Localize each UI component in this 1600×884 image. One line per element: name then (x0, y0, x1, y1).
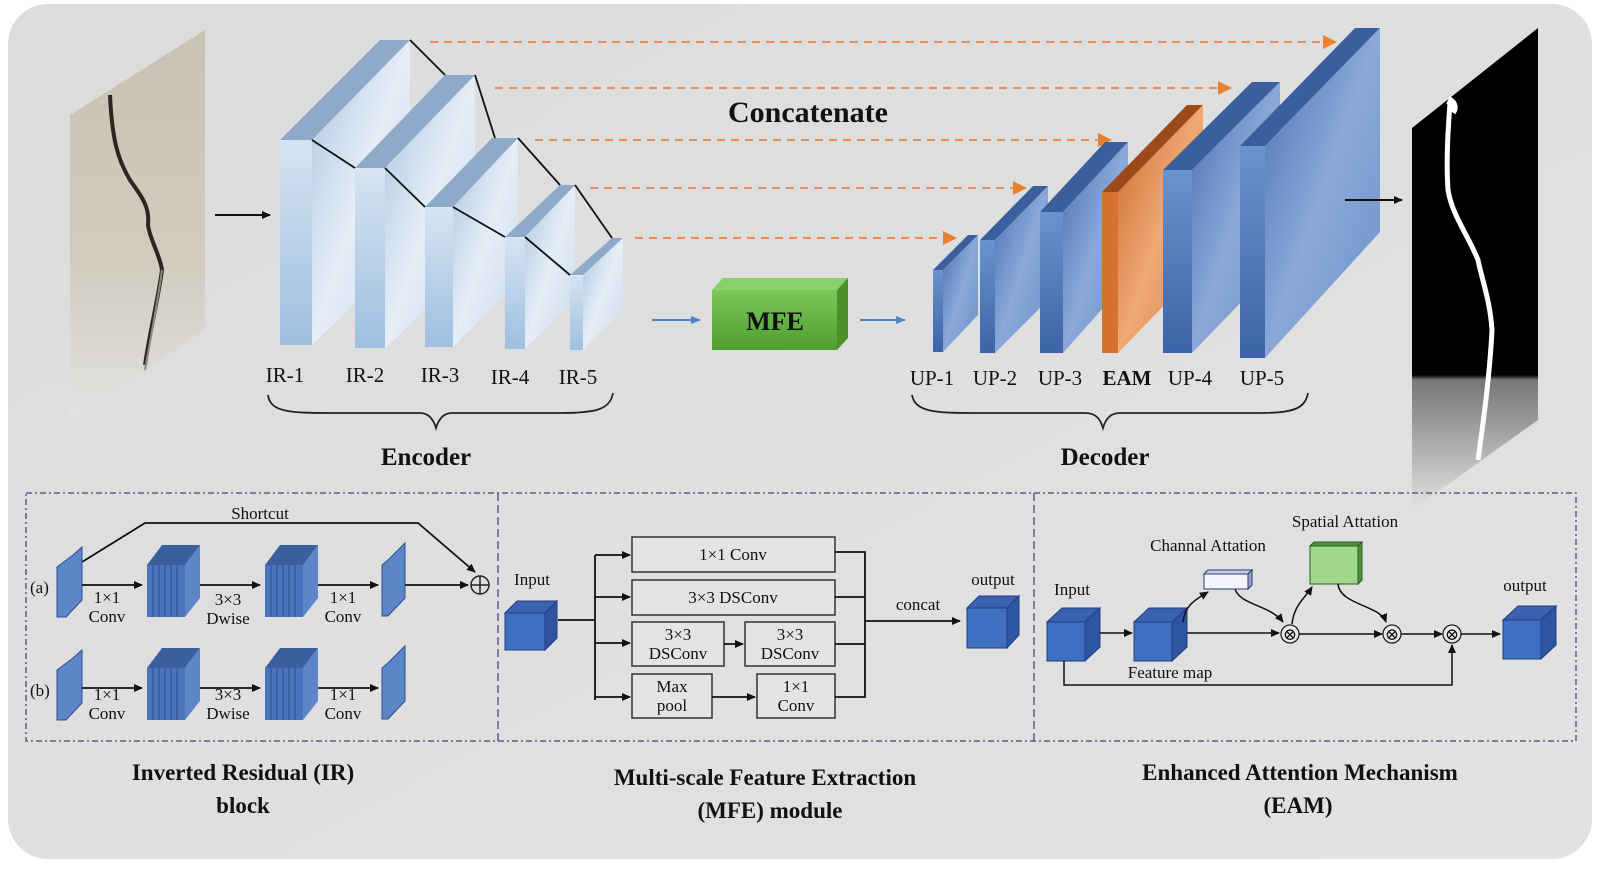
svg-text:1×1: 1×1 (783, 677, 810, 696)
spatial-attention-block (1308, 540, 1364, 586)
svg-text:3×3: 3×3 (215, 590, 242, 609)
svg-text:Conv: Conv (89, 607, 126, 626)
channel-attention-label: Channal Attation (1150, 536, 1266, 555)
svg-text:1×1: 1×1 (330, 685, 357, 704)
svg-text:Dwise: Dwise (206, 609, 249, 628)
svg-text:1×1: 1×1 (330, 588, 357, 607)
mfe-output-cube (965, 594, 1021, 650)
channel-attention-block (1202, 568, 1254, 591)
skip-connections (430, 35, 1337, 245)
ir-row-a (56, 541, 490, 618)
mfe-branch-3x3-dsconv (631, 579, 836, 616)
svg-text:⊗: ⊗ (1445, 625, 1459, 644)
shortcut-label: Shortcut (231, 504, 289, 523)
mfe-input-cube (503, 599, 559, 652)
svg-text:Conv: Conv (325, 704, 362, 723)
mfe-module-caption-line2: (MFE) module (697, 798, 842, 823)
mfe-input-label: Input (514, 570, 550, 589)
ir-expand-block-a (147, 545, 200, 617)
svg-text:1×1 Conv: 1×1 Conv (699, 545, 767, 564)
decoder-block-up-1 (933, 235, 978, 352)
svg-text:⊗: ⊗ (1283, 625, 1297, 644)
mfe-module-panel: Input 1×1 Conv 3×3 DSConv 3×3 DSConv 3×3… (503, 536, 1021, 719)
ir-block-caption-line2: block (216, 793, 270, 818)
svg-text:DSConv: DSConv (761, 644, 820, 663)
svg-text:DSConv: DSConv (649, 644, 708, 663)
encoder-label-ir-5: IR-5 (559, 365, 598, 389)
decoder-label-up-5: UP-5 (1240, 366, 1284, 390)
ir-block-caption-line1: Inverted Residual (IR) (132, 760, 354, 785)
svg-text:Max: Max (656, 677, 688, 696)
mfe-branch-dsconv-b (744, 621, 836, 667)
input-crack-image (70, 30, 205, 420)
svg-text:1×1: 1×1 (94, 588, 121, 607)
svg-text:3×3: 3×3 (215, 685, 242, 704)
eam-module-caption-line1: Enhanced Attention Mechanism (1142, 760, 1458, 785)
svg-text:Conv: Conv (325, 607, 362, 626)
encoder-label-ir-1: IR-1 (266, 363, 305, 387)
svg-text:1×1: 1×1 (94, 685, 121, 704)
decoder-label-eam: EAM (1103, 366, 1152, 390)
encoder-brace (267, 392, 614, 432)
encoder-label-ir-3: IR-3 (421, 363, 460, 387)
svg-text:3×3: 3×3 (777, 625, 804, 644)
decoder-label: Decoder (1061, 444, 1150, 471)
spatial-attention-label: Spatial Attation (1292, 512, 1399, 531)
mfe-output-label: output (971, 570, 1015, 589)
eam-input-cube (1045, 606, 1102, 663)
ir-row-b (56, 644, 406, 721)
encoder-block-ir-5 (570, 238, 623, 350)
mfe-branch-1x1-conv (631, 536, 836, 573)
decoder-block-up-2 (980, 186, 1048, 353)
decoder-blocks (933, 28, 1380, 358)
decoder-label-up-2: UP-2 (973, 366, 1017, 390)
decoder-label-up-1: UP-1 (910, 366, 954, 390)
ir-expand-block-b (147, 648, 200, 720)
mfe-branch-maxpool (631, 673, 713, 719)
row-b-label: (b) (30, 681, 50, 700)
mfe-bottleneck-label: MFE (746, 307, 804, 336)
row-a-label: (a) (30, 578, 49, 597)
mfe-module-caption-line1: Multi-scale Feature Extraction (614, 765, 917, 790)
ir-block-panel: Shortcut (a) (b) (30, 504, 490, 723)
encoder-blocks (280, 39, 623, 350)
encoder-label-ir-2: IR-2 (346, 363, 385, 387)
eam-output-label: output (1503, 576, 1547, 595)
decoder-brace (911, 392, 1309, 432)
shortcut-path (81, 522, 476, 573)
mfe-branch-1x1-conv-b (756, 673, 836, 719)
svg-text:Conv: Conv (89, 704, 126, 723)
encoder-block-ir-3 (425, 138, 518, 347)
decoder-label-up-3: UP-3 (1038, 366, 1082, 390)
eam-input-label: Input (1054, 580, 1090, 599)
svg-text:pool: pool (657, 696, 688, 715)
feature-map-label: Feature map (1128, 663, 1213, 682)
ir-dwise-block-a (265, 545, 318, 617)
mfe-bottleneck-block (712, 278, 848, 350)
eam-module-caption-line2: (EAM) (1264, 793, 1333, 818)
modules-dashed-frame (25, 492, 1577, 742)
svg-text:3×3: 3×3 (665, 625, 692, 644)
eam-output-cube (1501, 604, 1558, 661)
encoder-block-ir-4 (505, 185, 575, 349)
svg-text:Conv: Conv (778, 696, 815, 715)
encoder-label: Encoder (381, 444, 471, 471)
concatenate-title: Concatenate (728, 96, 888, 129)
decoder-label-up-4: UP-4 (1168, 366, 1213, 390)
mfe-concat-label: concat (896, 595, 941, 614)
eam-module-panel: Input Feature map Channal Attation Spati… (1045, 512, 1558, 686)
svg-text:⊗: ⊗ (1385, 625, 1399, 644)
ir-dwise-block-b (265, 648, 318, 720)
eam-feature-cube (1132, 606, 1189, 663)
encoder-label-ir-4: IR-4 (491, 365, 530, 389)
svg-text:Dwise: Dwise (206, 704, 249, 723)
svg-text:3×3 DSConv: 3×3 DSConv (688, 588, 778, 607)
decoder-block-up-5 (1240, 28, 1380, 358)
output-segmentation-mask (1412, 28, 1538, 510)
